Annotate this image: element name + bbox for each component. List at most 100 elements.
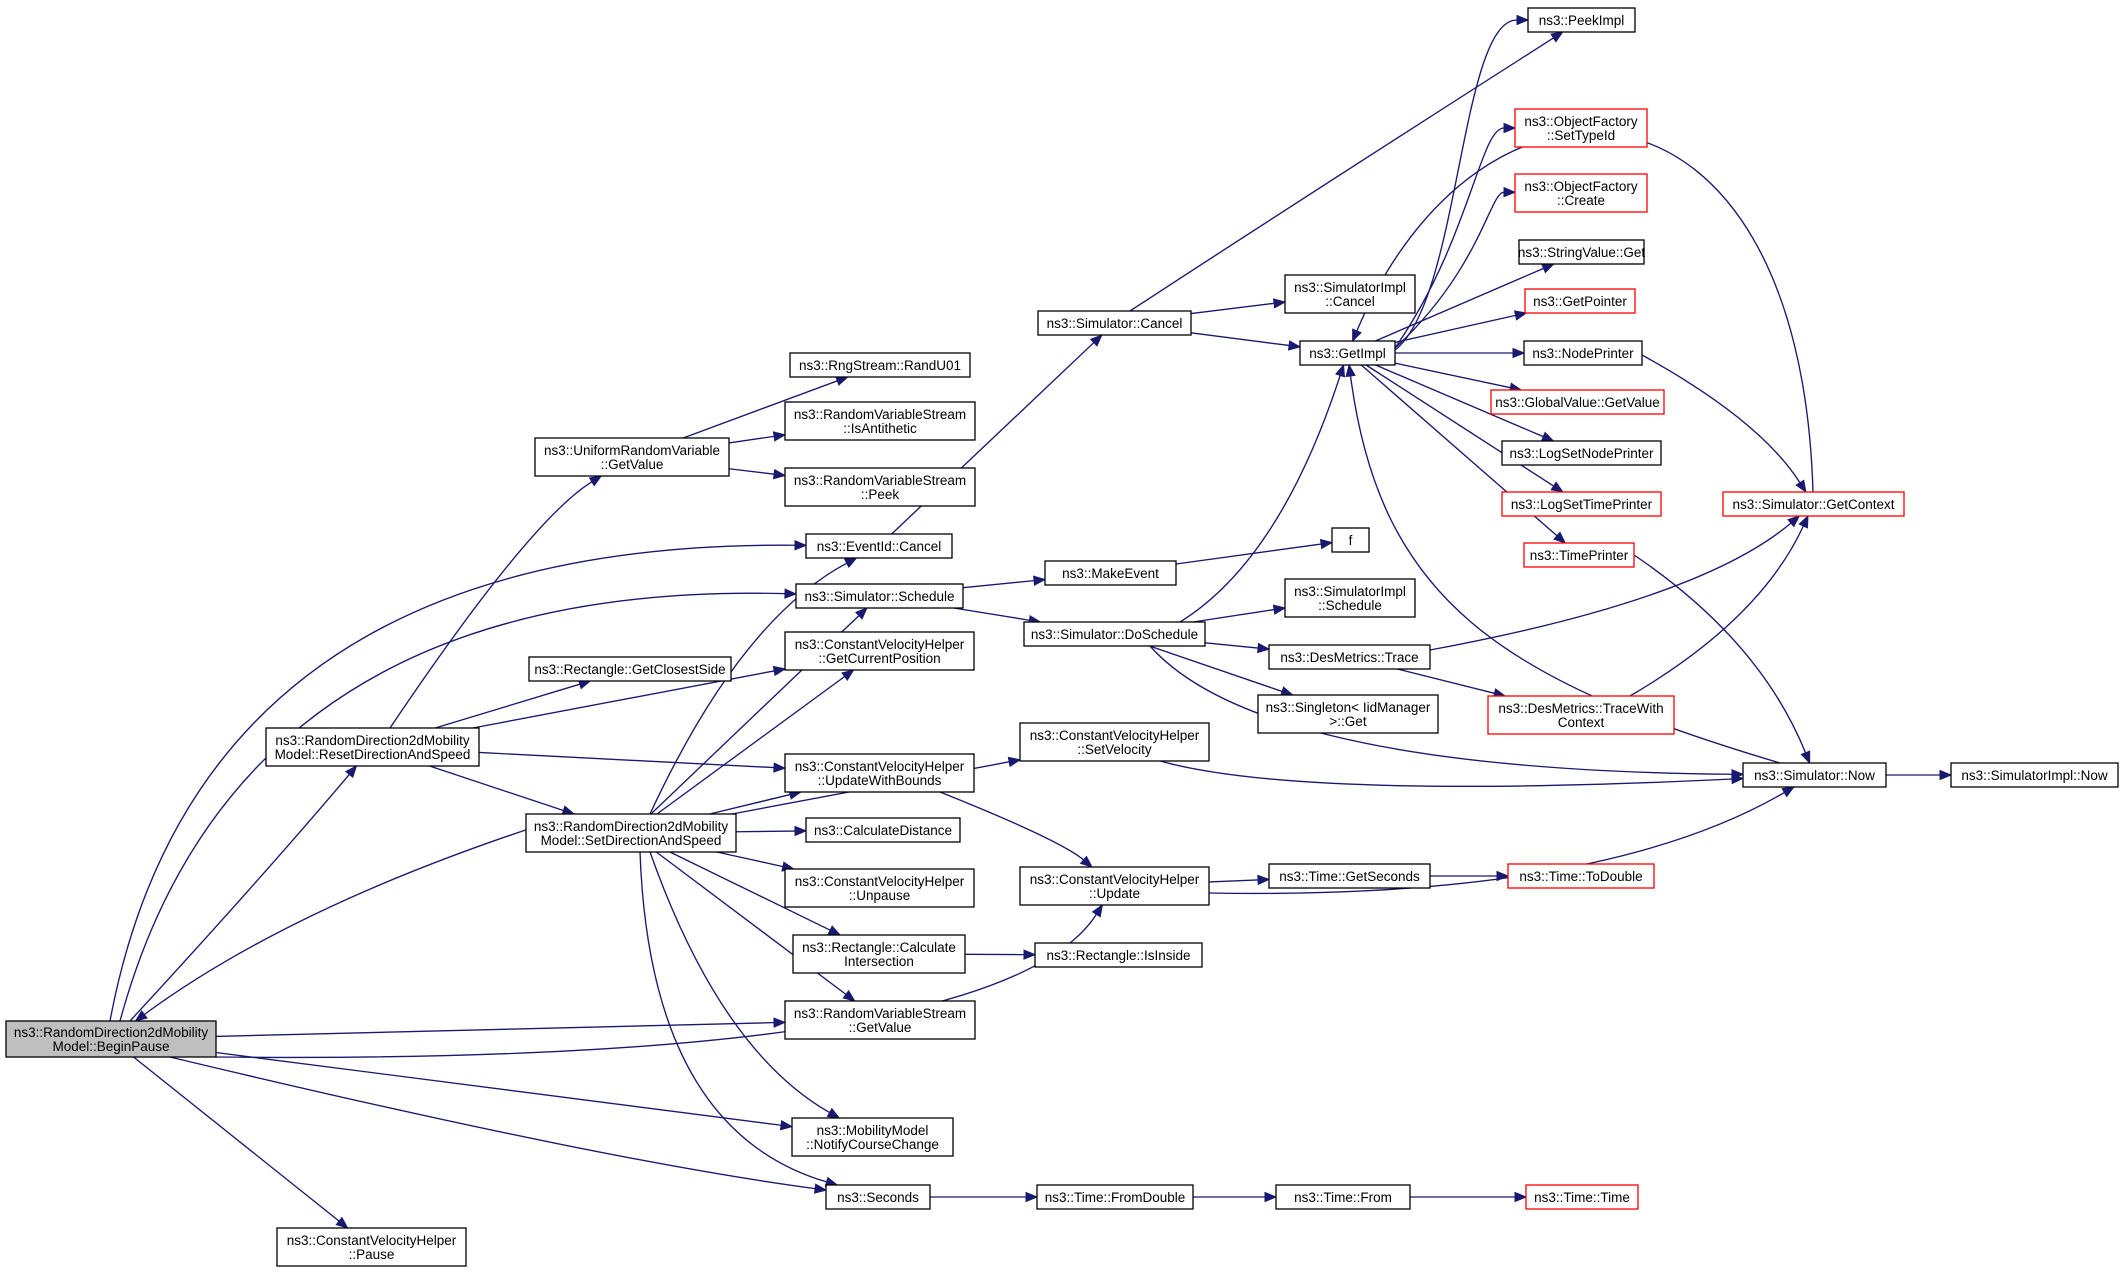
node-label: ns3::LogSetNodePrinter <box>1509 446 1654 461</box>
node-label: ns3::Time::Time <box>1534 1190 1630 1205</box>
node-f[interactable]: f <box>1331 527 1370 553</box>
node-simimpl-schedule[interactable]: ns3::SimulatorImpl::Schedule <box>1284 578 1416 618</box>
node-cvh-pause[interactable]: ns3::ConstantVelocityHelper::Pause <box>276 1227 467 1267</box>
node-label: ns3::RngStream::RandU01 <box>799 358 961 373</box>
edge-make_event-to-f <box>1175 538 1334 565</box>
node-eventid-cancel[interactable]: ns3::EventId::Cancel <box>805 533 953 559</box>
node-reset-dir[interactable]: ns3::RandomDirection2dMobilityModel::Res… <box>265 727 480 767</box>
node-sim-getcontext[interactable]: ns3::Simulator::GetContext <box>1722 491 1905 517</box>
edge-set_dir-to-cvh_unpause <box>716 851 795 872</box>
node-sim-schedule[interactable]: ns3::Simulator::Schedule <box>795 583 964 609</box>
node-notify-course[interactable]: ns3::MobilityModel::NotifyCourseChange <box>791 1117 954 1157</box>
node-timeprinter[interactable]: ns3::TimePrinter <box>1523 542 1635 568</box>
node-make-event[interactable]: ns3::MakeEvent <box>1044 560 1177 586</box>
node-label: ns3::Rectangle::Calculate <box>802 940 956 955</box>
node-calc-distance[interactable]: ns3::CalculateDistance <box>805 817 961 843</box>
node-simimpl-now[interactable]: ns3::SimulatorImpl::Now <box>1950 762 2119 788</box>
node-begin-pause[interactable]: ns3::RandomDirection2dMobilityModel::Beg… <box>5 1020 217 1058</box>
node-globalvalue-get[interactable]: ns3::GlobalValue::GetValue <box>1490 389 1665 415</box>
node-label: ns3::GetPointer <box>1533 294 1627 309</box>
node-label: f <box>1349 533 1353 548</box>
edge-timeprinter-to-sim_now <box>1633 554 1811 765</box>
node-uniform-getvalue[interactable]: ns3::UniformRandomVariable::GetValue <box>534 437 730 477</box>
node-box <box>1490 389 1665 415</box>
node-stringvalue-get[interactable]: ns3::StringValue::Get <box>1518 239 1646 265</box>
node-cvh-setvel[interactable]: ns3::ConstantVelocityHelper::SetVelocity <box>1019 722 1210 762</box>
node-rect-isinside[interactable]: ns3::Rectangle::IsInside <box>1034 942 1203 968</box>
node-rvs-getvalue[interactable]: ns3::RandomVariableStream::GetValue <box>784 1000 976 1040</box>
node-box <box>1268 644 1431 670</box>
node-peekimpl[interactable]: ns3::PeekImpl <box>1527 7 1636 33</box>
call-graph-edges <box>109 14 1953 1229</box>
edge-begin_pause-to-eventid_cancel <box>109 540 808 1022</box>
node-sim-now[interactable]: ns3::Simulator::Now <box>1742 762 1887 788</box>
edge-reset_dir-to-rect_closest <box>435 679 592 729</box>
node-isantithetic[interactable]: ns3::RandomVariableStream::IsAntithetic <box>784 401 976 441</box>
node-box <box>1524 288 1636 314</box>
node-label: ::IsAntithetic <box>843 421 917 436</box>
edge-getimpl-to-of_create <box>1394 186 1517 349</box>
node-box <box>1523 542 1635 568</box>
node-time-time[interactable]: ns3::Time::Time <box>1525 1184 1639 1210</box>
node-desmetrics-trace[interactable]: ns3::DesMetrics::Trace <box>1268 644 1431 670</box>
node-box <box>1044 560 1177 586</box>
node-getpointer[interactable]: ns3::GetPointer <box>1524 288 1636 314</box>
node-peek[interactable]: ns3::RandomVariableStream::Peek <box>784 467 976 507</box>
node-label: ns3::Rectangle::GetClosestSide <box>534 662 725 677</box>
node-cvh-unpause[interactable]: ns3::ConstantVelocityHelper::Unpause <box>784 868 975 908</box>
node-logsettime[interactable]: ns3::LogSetTimePrinter <box>1501 491 1662 517</box>
edge-desmetrics_trace-to-desmetrics_tracewith <box>1397 668 1507 699</box>
node-nodeprinter[interactable]: ns3::NodePrinter <box>1523 340 1643 366</box>
node-cvh-updatebounds[interactable]: ns3::ConstantVelocityHelper::UpdateWithB… <box>784 753 975 793</box>
node-label: ns3::UniformRandomVariable <box>544 443 720 458</box>
edge-begin_pause-to-sim_schedule <box>119 588 798 1022</box>
node-cvh-update[interactable]: ns3::ConstantVelocityHelper::Update <box>1019 866 1210 906</box>
node-label: ns3::DesMetrics::TraceWith <box>1498 701 1663 716</box>
edge-sim_now-to-simimpl_now <box>1886 769 1953 781</box>
node-label: ns3::Simulator::Schedule <box>804 589 954 604</box>
node-time-from[interactable]: ns3::Time::From <box>1275 1184 1411 1210</box>
node-rect-closest[interactable]: ns3::Rectangle::GetClosestSide <box>528 656 732 682</box>
edge-sim_cancel-to-getimpl <box>1190 332 1302 351</box>
node-box <box>1036 1184 1194 1210</box>
edge-begin_pause-to-notify_course <box>215 1051 794 1131</box>
node-label: ns3::ConstantVelocityHelper <box>795 874 965 889</box>
edge-sim_doschedule-to-singleton_get <box>1149 645 1294 697</box>
call-graph-nodes: ns3::RandomDirection2dMobilityModel::Beg… <box>5 7 2119 1267</box>
node-singleton-get[interactable]: ns3::Singleton< IidManager>::Get <box>1257 694 1439 734</box>
node-logsetnode[interactable]: ns3::LogSetNodePrinter <box>1501 440 1662 466</box>
node-sim-cancel[interactable]: ns3::Simulator::Cancel <box>1037 310 1192 336</box>
node-simimpl-cancel[interactable]: ns3::SimulatorImpl::Cancel <box>1284 274 1416 314</box>
node-label: ns3::MobilityModel <box>817 1123 929 1138</box>
node-label: ns3::Simulator::Cancel <box>1047 316 1183 331</box>
node-time-todouble[interactable]: ns3::Time::ToDouble <box>1507 863 1655 889</box>
node-label: ns3::LogSetTimePrinter <box>1511 497 1653 512</box>
node-box <box>1518 239 1645 265</box>
node-box <box>1523 340 1643 366</box>
node-of-settypeid[interactable]: ns3::ObjectFactory::SetTypeId <box>1514 108 1648 148</box>
node-box <box>784 868 975 908</box>
node-time-getseconds[interactable]: ns3::Time::GetSeconds <box>1268 863 1431 889</box>
node-randu01[interactable]: ns3::RngStream::RandU01 <box>789 352 971 378</box>
node-set-dir[interactable]: ns3::RandomDirection2dMobilityModel::Set… <box>525 813 737 853</box>
node-label: ns3::RandomDirection2dMobility <box>14 1025 209 1040</box>
node-sim-doschedule[interactable]: ns3::Simulator::DoSchedule <box>1023 621 1206 647</box>
node-label: ns3::ConstantVelocityHelper <box>287 1233 457 1248</box>
node-label: ns3::RandomDirection2dMobility <box>534 819 729 834</box>
node-box <box>1034 942 1203 968</box>
edge-eventid_cancel-to-sim_cancel <box>891 334 1103 535</box>
node-of-create[interactable]: ns3::ObjectFactory::Create <box>1514 173 1648 213</box>
node-time-fromdouble[interactable]: ns3::Time::FromDouble <box>1036 1184 1194 1210</box>
edge-set_dir-to-notify_course <box>649 851 841 1119</box>
node-box <box>1257 694 1439 734</box>
edge-nodeprinter-to-sim_getcontext <box>1641 354 1807 494</box>
node-seconds[interactable]: ns3::Seconds <box>825 1184 931 1210</box>
node-box <box>265 727 480 767</box>
node-getimpl[interactable]: ns3::GetImpl <box>1299 340 1396 366</box>
edge-sim_schedule-to-make_event <box>962 575 1047 589</box>
node-label: ns3::RandomVariableStream <box>794 1006 966 1021</box>
node-cvh-getpos[interactable]: ns3::ConstantVelocityHelper::GetCurrentP… <box>784 631 975 671</box>
